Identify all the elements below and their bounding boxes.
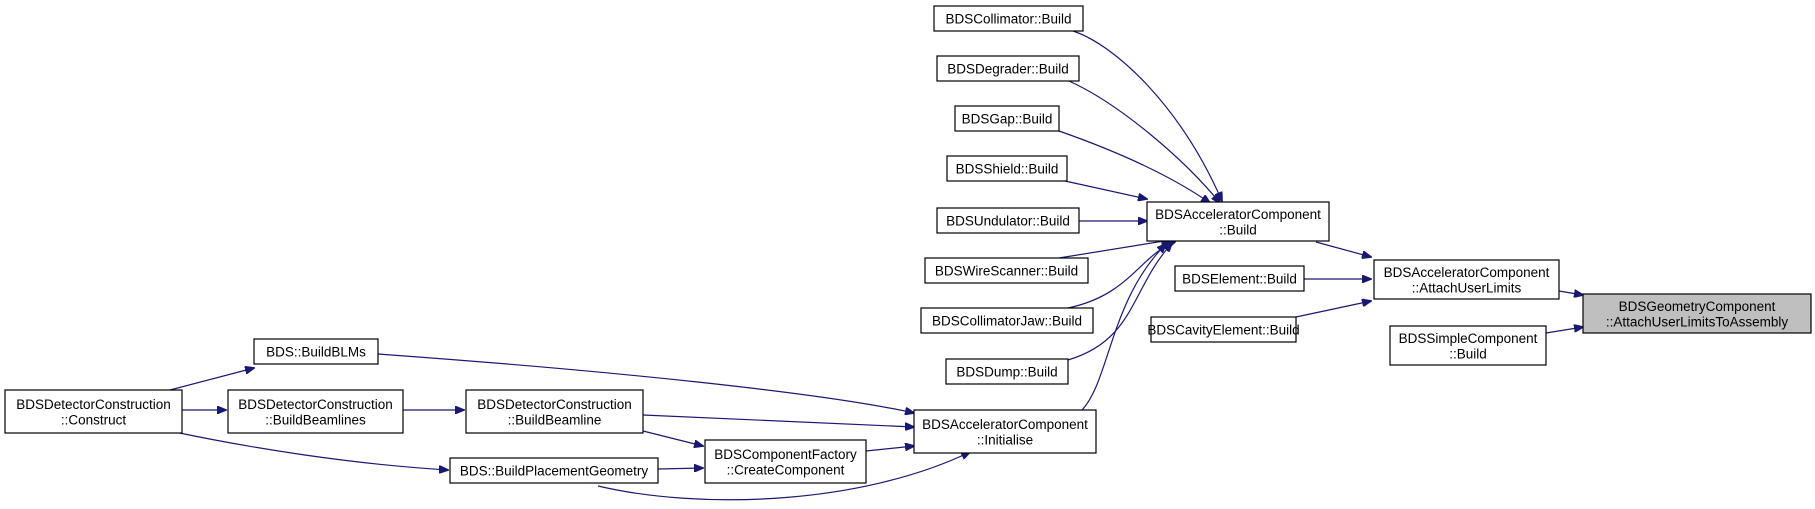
node-acceleratorcomponent-attachuserlimits[interactable]: BDSAcceleratorComponent::AttachUserLimit… (1373, 259, 1560, 300)
node-box (946, 155, 1068, 182)
node-detectorconstruction-buildbeamlines[interactable]: BDSDetectorConstruction::BuildBeamlines (227, 389, 404, 434)
node-box (253, 338, 379, 365)
node-box (227, 389, 404, 434)
node-box (1582, 293, 1812, 334)
edge-simple-to-geom (1545, 327, 1583, 334)
node-componentfactory-createcomponent[interactable]: BDSComponentFactory::CreateComponent (704, 439, 867, 484)
edge-initialise-to-accbuild (1081, 244, 1166, 411)
node-box (954, 105, 1060, 132)
node-acceleratorcomponent-initialise[interactable]: BDSAcceleratorComponent::Initialise (913, 409, 1097, 454)
node-box (924, 257, 1089, 284)
nodes: BDSGeometryComponent::AttachUserLimitsTo… (4, 5, 1812, 484)
edge-collimator-to-accbuild (1072, 30, 1222, 201)
edge-wirescanner-to-accbuild (1058, 240, 1170, 259)
node-label-line: ::Build (1449, 346, 1487, 361)
node-box (1146, 201, 1330, 242)
node-undulator-build[interactable]: BDSUndulator::Build (936, 207, 1080, 234)
node-detectorconstruction-buildbeamline[interactable]: BDSDetectorConstruction::BuildBeamline (465, 389, 644, 434)
node-element-build[interactable]: BDSElement::Build (1174, 265, 1305, 292)
node-bds-buildplacementgeometry[interactable]: BDS::BuildPlacementGeometry (449, 457, 659, 484)
node-label-line: BDSAcceleratorComponent (1155, 207, 1321, 222)
node-label-line: BDSAcceleratorComponent (922, 417, 1088, 432)
node-label-line: BDSGap::Build (962, 112, 1053, 127)
node-box (1373, 259, 1560, 300)
node-box (913, 409, 1097, 454)
edge-construct-to-placement (169, 430, 448, 470)
node-label-line: BDS::BuildPlacementGeometry (460, 464, 649, 479)
node-label-line: ::BuildBeamlines (265, 412, 366, 427)
node-label-line: BDSElement::Build (1182, 272, 1297, 287)
node-label-line: BDSCollimatorJaw::Build (932, 314, 1082, 329)
node-label-line: ::Initialise (977, 432, 1033, 447)
node-label-line: BDSDegrader::Build (947, 62, 1069, 77)
node-collimatorjaw-build[interactable]: BDSCollimatorJaw::Build (920, 307, 1094, 334)
node-label-line: BDS::BuildBLMs (266, 345, 366, 360)
edge-factory-to-initialise (865, 446, 914, 452)
node-label-line: ::AttachUserLimitsToAssembly (1606, 314, 1789, 329)
edge-degrader-to-accbuild (1068, 80, 1220, 203)
edge-placement-to-factory (657, 468, 703, 469)
node-box (933, 5, 1084, 32)
node-bds-buildblms[interactable]: BDS::BuildBLMs (253, 338, 379, 365)
node-label-line: BDSDetectorConstruction (477, 397, 632, 412)
node-label-line: BDSDump::Build (956, 365, 1057, 380)
node-box (1389, 325, 1547, 366)
node-label-line: BDSSimpleComponent (1399, 331, 1538, 346)
node-simplecomponent-build[interactable]: BDSSimpleComponent::Build (1389, 325, 1547, 366)
node-box (936, 55, 1080, 82)
edge-accattach-to-geom (1558, 291, 1583, 295)
edge-dump-to-accbuild (1067, 243, 1172, 361)
node-box (704, 439, 867, 484)
node-box (465, 389, 644, 434)
node-collimator-build[interactable]: BDSCollimator::Build (933, 5, 1084, 32)
node-geometrycomponent-attachuserlimitstoassembly[interactable]: BDSGeometryComponent::AttachUserLimitsTo… (1582, 293, 1812, 334)
node-shield-build[interactable]: BDSShield::Build (946, 155, 1068, 182)
node-box (4, 389, 183, 434)
edges (169, 30, 1583, 501)
node-label-line: ::Construct (61, 412, 127, 427)
node-label-line: BDSWireScanner::Build (935, 264, 1078, 279)
edge-buildbeamline-to-initialise (642, 414, 914, 427)
node-box (936, 207, 1080, 234)
node-label-line: BDSDetectorConstruction (16, 397, 171, 412)
node-box (1150, 316, 1297, 343)
node-box (920, 307, 1094, 334)
node-acceleratorcomponent-build[interactable]: BDSAcceleratorComponent::Build (1146, 201, 1330, 242)
node-label-line: BDSCavityElement::Build (1147, 323, 1299, 338)
node-label-line: ::Build (1219, 222, 1257, 237)
edge-cavity-to-accattach (1295, 301, 1371, 318)
node-label-line: BDSShield::Build (956, 162, 1059, 177)
node-label-line: BDSUndulator::Build (946, 214, 1070, 229)
node-label-line: ::BuildBeamline (508, 412, 602, 427)
node-label-line: BDSGeometryComponent (1619, 299, 1776, 314)
node-gap-build[interactable]: BDSGap::Build (954, 105, 1060, 132)
node-box (449, 457, 659, 484)
node-cavityelement-build[interactable]: BDSCavityElement::Build (1147, 316, 1300, 343)
edge-accbuild-to-accattach (1315, 241, 1371, 257)
edge-placement-to-initialise (597, 452, 970, 501)
node-box (945, 358, 1069, 385)
node-wirescanner-build[interactable]: BDSWireScanner::Build (924, 257, 1089, 284)
node-box (1174, 265, 1305, 292)
edge-buildbeamline-to-factory (642, 430, 703, 446)
edge-construct-to-buildblms (169, 368, 254, 391)
node-label-line: BDSCollimator::Build (945, 12, 1071, 27)
edge-buildblms-to-initialise (377, 353, 914, 413)
node-label-line: ::AttachUserLimits (1412, 280, 1522, 295)
edge-shield-to-accbuild (1064, 180, 1147, 199)
node-detectorconstruction-construct[interactable]: BDSDetectorConstruction::Construct (4, 389, 183, 434)
node-label-line: BDSDetectorConstruction (238, 397, 393, 412)
node-label-line: BDSComponentFactory (714, 447, 857, 462)
node-label-line: ::CreateComponent (727, 462, 845, 477)
edge-gap-to-accbuild (1058, 130, 1210, 203)
node-label-line: BDSAcceleratorComponent (1384, 265, 1550, 280)
node-dump-build[interactable]: BDSDump::Build (945, 358, 1069, 385)
node-degrader-build[interactable]: BDSDegrader::Build (936, 55, 1080, 82)
